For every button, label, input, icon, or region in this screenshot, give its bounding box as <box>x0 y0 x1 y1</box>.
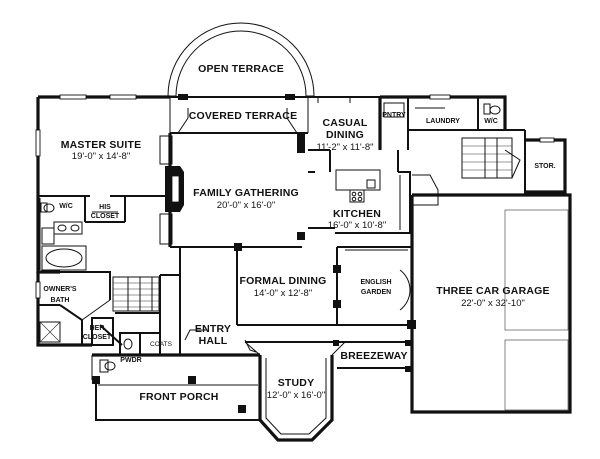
windows <box>35 94 555 299</box>
casual-dining-dim: 11'-2" x 11'-8" <box>316 142 373 153</box>
family-gathering-dim: 20'-0" x 16'-0" <box>217 200 275 211</box>
english-garden-label: ENGLISH <box>360 279 391 286</box>
entry-hall-label-2: HALL <box>199 335 228 347</box>
pantry-laundry-walls <box>378 95 507 150</box>
owners-bath-label: OWNER'S <box>43 286 76 293</box>
open-terrace-area <box>167 22 315 97</box>
owners-bath-label-2: BATH <box>51 297 70 304</box>
master-wc-label: W/C <box>59 203 73 210</box>
casual-dining-walls <box>308 96 380 151</box>
master-suite-walls <box>36 95 170 274</box>
entry-hall-label: ENTRY <box>195 323 231 335</box>
breezeway-label: BREEZEWAY <box>340 350 407 362</box>
garage-walls <box>407 193 572 414</box>
room-labels: OPEN TERRACE COVERED TERRACE CASUAL DINI… <box>43 63 555 403</box>
formal-dining-walls <box>236 247 341 326</box>
laundry-wc-label: W/C <box>484 118 498 125</box>
coats-label: COATS <box>150 341 173 348</box>
kitchen-walls <box>308 150 439 234</box>
front-porch-walls <box>91 353 260 421</box>
formal-dining-label: FORMAL DINING <box>240 275 327 287</box>
study-walls <box>244 341 346 442</box>
english-garden-walls <box>337 246 412 326</box>
front-porch-label: FRONT PORCH <box>139 391 218 403</box>
pantry-label: PNTRY <box>382 112 406 119</box>
open-terrace-label: OPEN TERRACE <box>198 63 284 75</box>
laundry-label: LAUNDRY <box>426 118 460 125</box>
covered-terrace-label: COVERED TERRACE <box>189 110 298 122</box>
english-garden-label-2: GARDEN <box>361 289 391 296</box>
casual-dining-label-2: DINING <box>326 129 364 141</box>
his-closet-label: HIS <box>99 204 111 211</box>
his-closet-label-2: CLOSET <box>91 213 120 220</box>
family-gathering-label: FAMILY GATHERING <box>193 187 299 199</box>
her-closet-label-2: CLOSET <box>83 334 112 341</box>
kitchen-dim: 16'-0" x 10'-8" <box>328 220 386 231</box>
casual-dining-label: CASUAL <box>323 117 368 129</box>
garage-label: THREE CAR GARAGE <box>436 285 549 297</box>
garage-dim: 22'-0" x 32'-10" <box>461 298 525 309</box>
master-suite-dim: 19'-0" x 14'-8" <box>72 151 130 162</box>
storage-label: STOR. <box>534 163 555 170</box>
formal-dining-dim: 14'-0" x 12'-8" <box>254 288 312 299</box>
master-suite-label: MASTER SUITE <box>61 139 142 151</box>
powder-label: PWDR <box>120 357 141 364</box>
study-dim: 12'-0" x 16'-0" <box>267 390 325 401</box>
covered-terrace-area <box>169 94 309 134</box>
study-label: STUDY <box>278 377 315 389</box>
kitchen-label: KITCHEN <box>333 208 381 220</box>
back-staircase <box>461 129 526 195</box>
her-closet-label: HER <box>90 325 105 332</box>
